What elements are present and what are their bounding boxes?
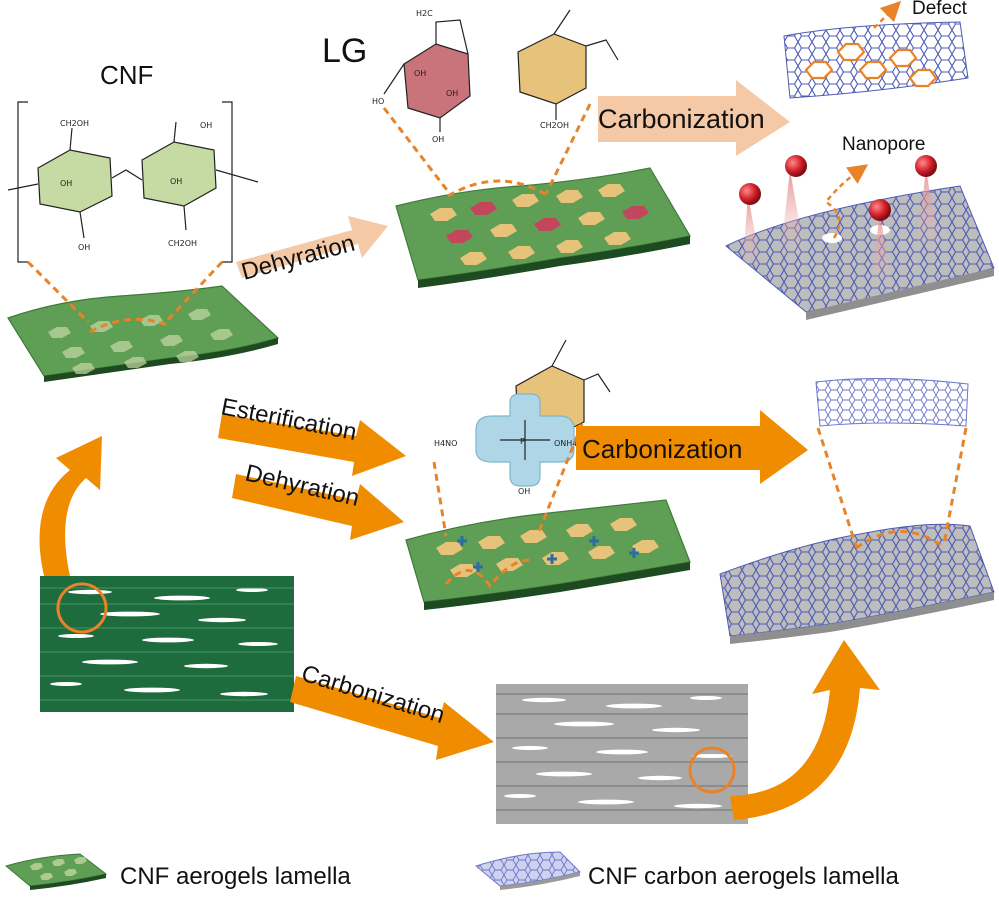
esterified-sheet bbox=[405, 499, 691, 610]
cnf-oh-3: OH bbox=[200, 121, 212, 130]
nanopore-pointer bbox=[824, 164, 869, 239]
h4no-label: H4NO bbox=[434, 439, 457, 448]
defect-label: Defect bbox=[912, 0, 968, 19]
legend-carbon-label: CNF carbon aerogels lamella bbox=[588, 863, 899, 890]
dehydration-top-label: Dehyration bbox=[239, 230, 358, 286]
lg-oh-2: OH bbox=[446, 89, 458, 98]
p-label: P bbox=[520, 437, 525, 446]
cnf-sheet bbox=[7, 285, 280, 382]
lg-oh-3: OH bbox=[432, 135, 444, 144]
legend-aerogel-label: CNF aerogels lamella bbox=[120, 863, 351, 890]
carbon-aerogel-block bbox=[496, 684, 748, 824]
carbonization-top-arrow bbox=[598, 80, 790, 156]
lg-title: LG bbox=[322, 32, 367, 70]
onh4-label: ONH4 bbox=[554, 439, 577, 448]
carbon-lamella-small bbox=[815, 377, 969, 427]
carbon-connector-left bbox=[816, 427, 858, 547]
cnf-connector-left bbox=[26, 260, 90, 324]
carbonization-mid-label: Carbonization bbox=[582, 434, 742, 464]
legend: CNF aerogels lamella CNF carbon aerogels… bbox=[4, 851, 899, 890]
cnf-oh-2: OH bbox=[78, 243, 90, 252]
cnf-oh-1: OH bbox=[60, 179, 72, 188]
lg-oh-1: OH bbox=[414, 69, 426, 78]
cnf-ch2oh-1: CH2OH bbox=[60, 119, 89, 128]
carbonization-bottom-arrow bbox=[290, 676, 494, 760]
lg-connector-right bbox=[544, 103, 592, 195]
phos-connector-left bbox=[432, 461, 448, 537]
defect-graphene bbox=[783, 21, 969, 99]
cnf-connector-right bbox=[164, 260, 224, 324]
lg-molecule-1: H2C HO OH OH OH bbox=[372, 9, 471, 144]
dehydration-top-arrow bbox=[236, 216, 388, 278]
phos-connector-right bbox=[536, 423, 584, 535]
nanopore-label: Nanopore bbox=[842, 134, 925, 155]
lg2-ch2oh: CH2OH bbox=[540, 121, 569, 130]
lg-connector-left bbox=[382, 107, 452, 195]
cnf-ch2oh-2: CH2OH bbox=[168, 239, 197, 248]
zoom-circle-green bbox=[56, 582, 108, 634]
phosphate-molecule: H4NO ONH4 P OH bbox=[434, 339, 611, 496]
carbon-lamella-large bbox=[719, 523, 995, 644]
curved-up-arrow-right bbox=[730, 640, 880, 820]
lg-ho: HO bbox=[372, 97, 384, 106]
carbonization-mid-arrow bbox=[576, 410, 808, 484]
esterification-arrow bbox=[218, 414, 406, 476]
cnf-title: CNF bbox=[100, 60, 153, 90]
lg-molecule-2: CH2OH bbox=[517, 9, 619, 130]
dehydration-mid-arrow bbox=[232, 474, 404, 540]
legend-carbon-swatch bbox=[474, 851, 581, 890]
carbonization-top-label: Carbonization bbox=[598, 104, 765, 134]
cnf-oh-4: OH bbox=[170, 177, 182, 186]
lg-sheet bbox=[395, 167, 691, 288]
phos-oh-label: OH bbox=[518, 487, 530, 496]
legend-aerogel-swatch bbox=[4, 853, 108, 890]
cnf-molecule: CH2OH OH OH OH OH CH2OH bbox=[7, 101, 259, 263]
carbon-connector-right bbox=[942, 427, 968, 545]
defect-pointer bbox=[873, 0, 902, 29]
curved-up-arrow-left bbox=[39, 436, 102, 604]
lg-h2c: H2C bbox=[416, 9, 433, 18]
cnf-aerogel-block bbox=[40, 576, 294, 712]
zoom-circle-gray bbox=[688, 746, 736, 794]
nanopore-graphene bbox=[725, 155, 995, 320]
